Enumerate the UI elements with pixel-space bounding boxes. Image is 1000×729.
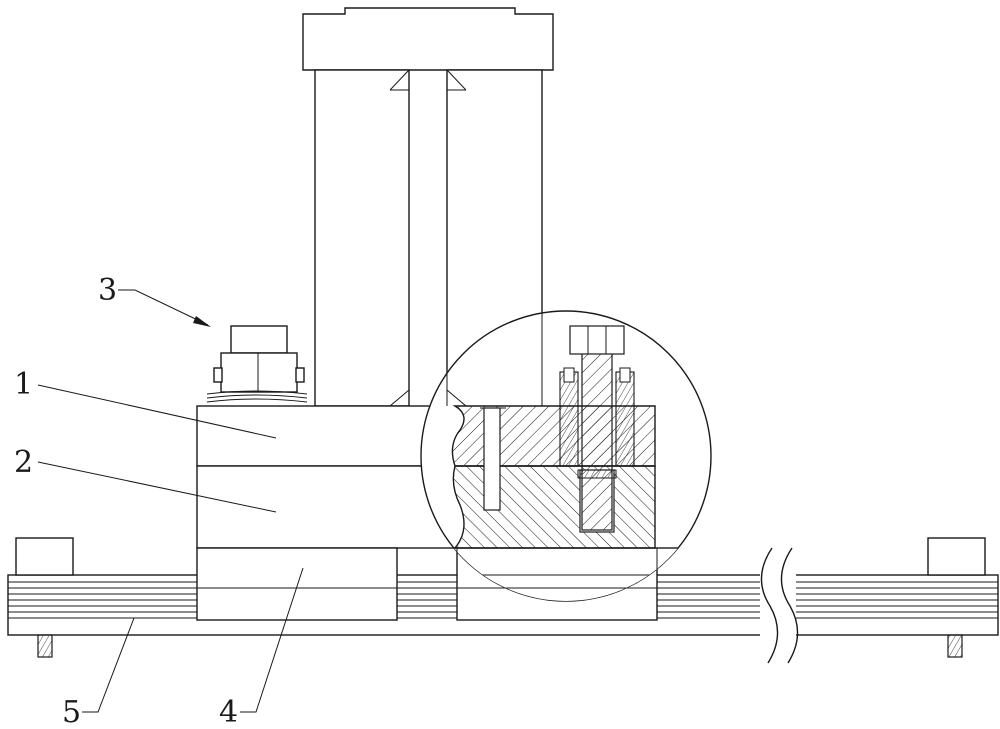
callout-2: 2 [14, 445, 33, 480]
leader-lines [37, 289, 304, 713]
callout-4: 4 [219, 695, 238, 729]
callout-1: 1 [14, 367, 33, 402]
callout-3: 3 [98, 273, 117, 308]
left-end-stop [15, 537, 74, 658]
right-end-stop [927, 537, 986, 658]
nut-assembly [206, 325, 308, 403]
callout-5: 5 [62, 695, 81, 729]
callout-labels: 1 2 3 4 5 [14, 273, 238, 729]
